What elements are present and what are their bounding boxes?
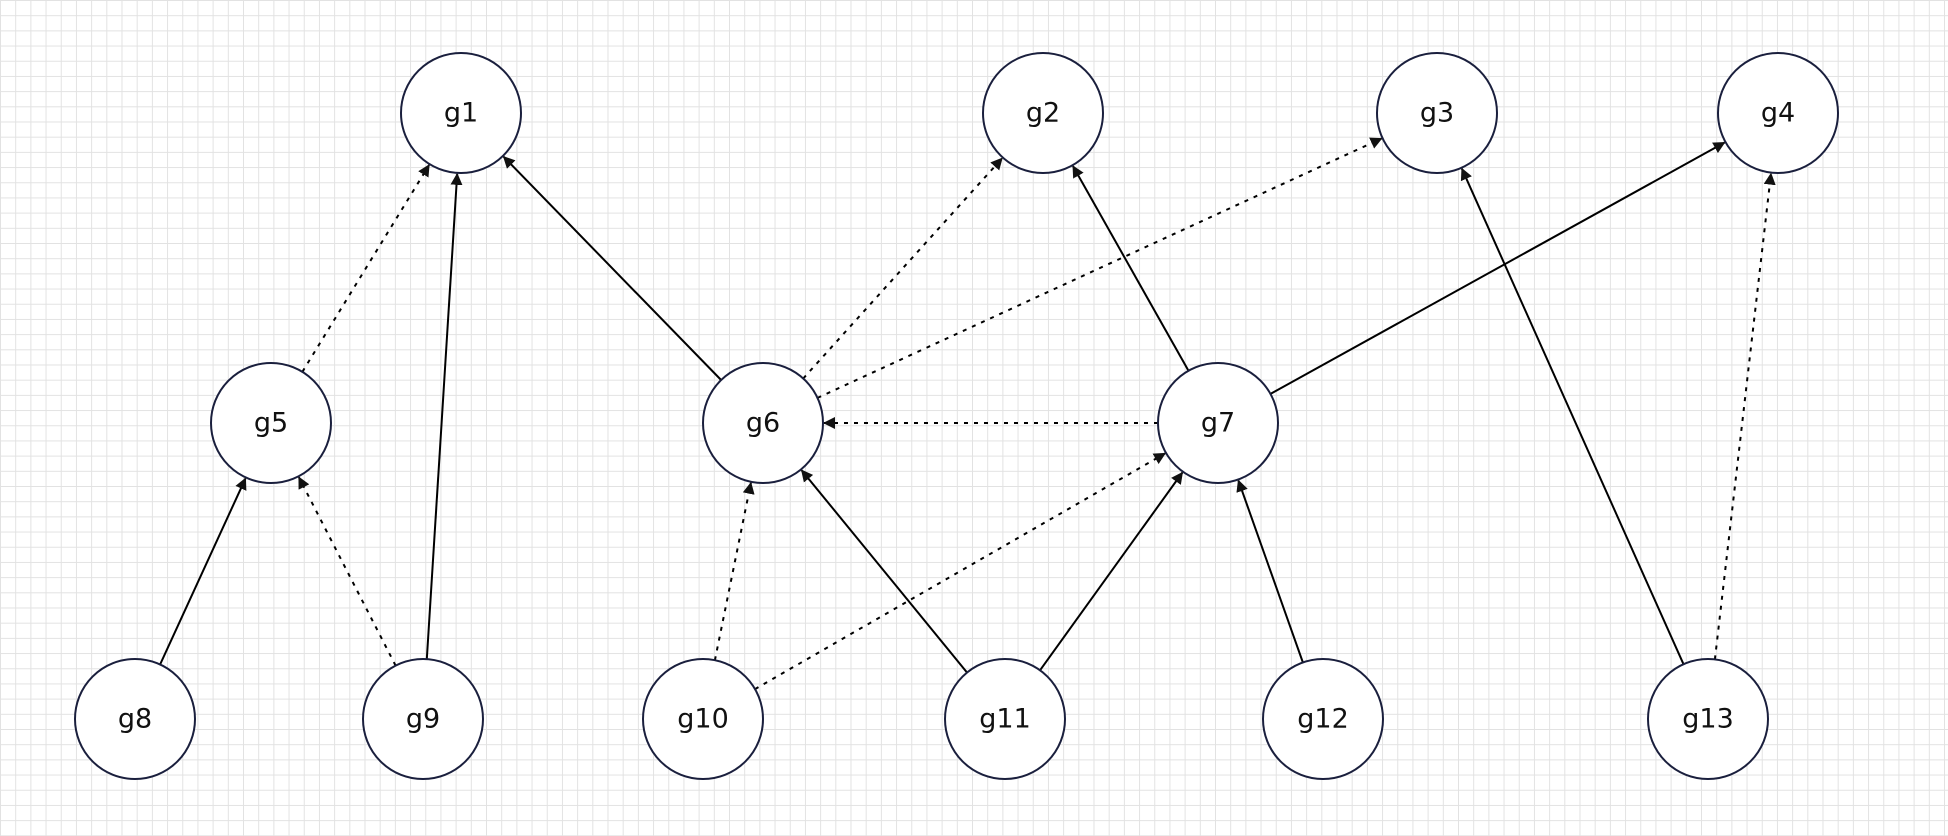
edge-g9-g1 (425, 172, 463, 660)
edges-layer (159, 137, 1776, 690)
edge-g6-g2 (802, 157, 1003, 380)
node-label: g8 (118, 704, 152, 735)
edge-g5-g1 (301, 164, 430, 373)
node-circle (1157, 362, 1279, 484)
node-g3[interactable]: g3 (1376, 52, 1498, 174)
node-circle (210, 362, 332, 484)
node-label: g9 (406, 704, 440, 735)
node-label: g10 (677, 704, 729, 735)
node-circle (642, 658, 764, 780)
node-circle (1376, 52, 1498, 174)
node-circle (982, 52, 1104, 174)
node-g10[interactable]: g10 (642, 658, 764, 780)
node-label: g5 (254, 408, 288, 439)
node-g12[interactable]: g12 (1262, 658, 1384, 780)
node-label: g3 (1420, 98, 1454, 129)
node-g8[interactable]: g8 (74, 658, 196, 780)
edge-g7-g4 (1270, 141, 1726, 395)
node-circle (74, 658, 196, 780)
edge-g12-g7 (1236, 479, 1304, 663)
node-g1[interactable]: g1 (400, 52, 522, 174)
node-g2[interactable]: g2 (982, 52, 1104, 174)
node-circle (362, 658, 484, 780)
edge-g11-g6 (800, 469, 968, 674)
node-circle (400, 52, 522, 174)
node-g7[interactable]: g7 (1157, 362, 1279, 484)
edge-g6-g3 (817, 137, 1383, 399)
node-g13[interactable]: g13 (1647, 658, 1769, 780)
edge-g9-g5 (298, 476, 397, 667)
node-label: g11 (979, 704, 1031, 735)
node-circle (1647, 658, 1769, 780)
node-circle (944, 658, 1066, 780)
node-circle (1262, 658, 1384, 780)
node-label: g2 (1026, 98, 1060, 129)
node-g6[interactable]: g6 (702, 362, 824, 484)
node-label: g6 (746, 408, 780, 439)
node-label: g1 (444, 98, 478, 129)
node-g9[interactable]: g9 (362, 658, 484, 780)
edge-g13-g4 (1713, 172, 1776, 660)
edge-g6-g1 (502, 155, 722, 381)
node-circle (702, 362, 824, 484)
nodes-layer: g1 g2 g3 g4 g5 g6 g7 g8 g9 g10 g11 g12 g13 (74, 52, 1839, 780)
node-label: g7 (1201, 408, 1235, 439)
node-circle (1717, 52, 1839, 174)
node-label: g12 (1297, 704, 1349, 735)
node-label: g13 (1682, 704, 1734, 735)
node-g5[interactable]: g5 (210, 362, 332, 484)
edge-g7-g2 (1072, 165, 1190, 372)
node-label: g4 (1761, 98, 1795, 129)
node-g4[interactable]: g4 (1717, 52, 1839, 174)
edge-g10-g6 (713, 481, 755, 661)
edge-g13-g3 (1460, 167, 1685, 665)
node-g11[interactable]: g11 (944, 658, 1066, 780)
edge-g8-g5 (159, 477, 247, 665)
edge-g11-g7 (1039, 471, 1184, 671)
